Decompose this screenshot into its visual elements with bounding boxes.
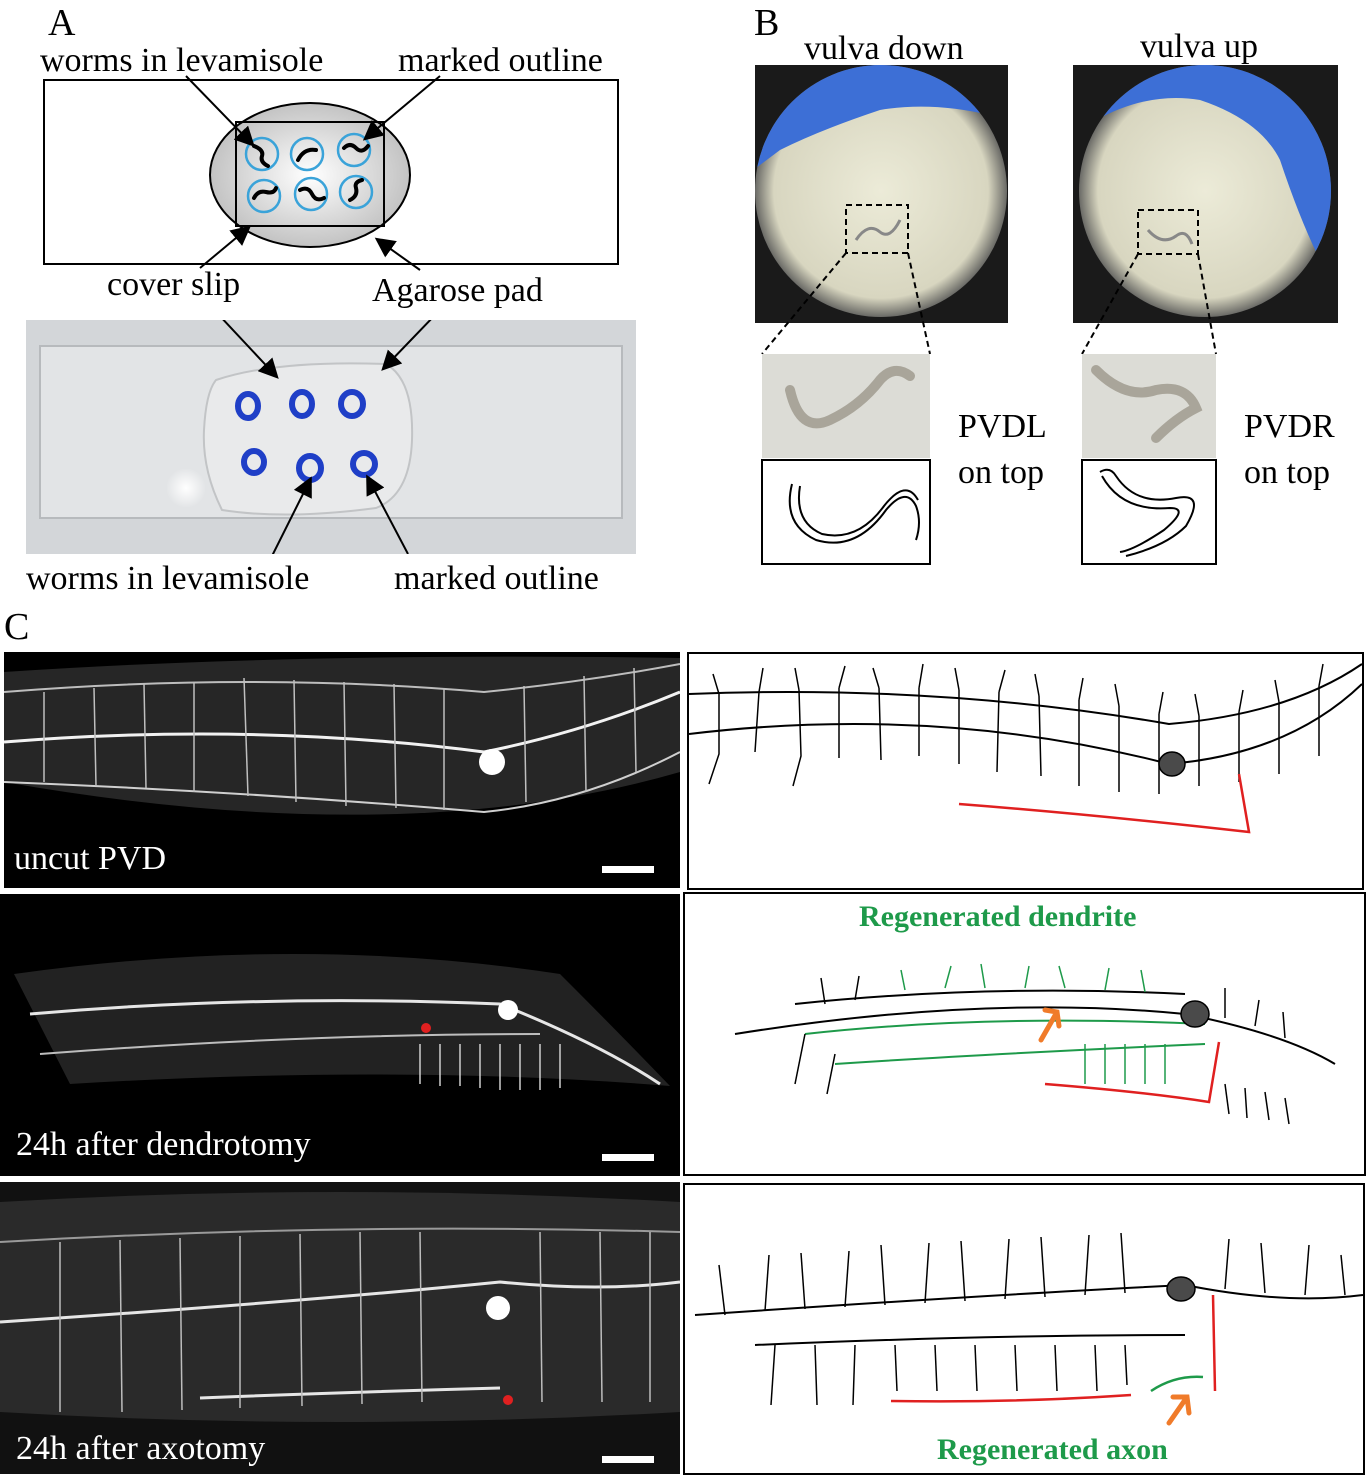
dendrotomy-tracing: Regenerated dendrite: [683, 892, 1366, 1176]
dendrotomy-arrow: [1038, 1007, 1062, 1043]
photo-circle-1: [235, 391, 261, 421]
marked-outline-label-top: marked outline: [398, 42, 603, 79]
worm-circle-6: [338, 174, 374, 210]
photo-circle-2: [289, 389, 315, 419]
vulva-down-drawing: [761, 459, 931, 565]
marked-outline-label-bottom: marked outline: [394, 560, 599, 597]
worm-circle-3: [336, 132, 372, 168]
pvdl-on-top-label: on top: [958, 454, 1044, 491]
pvdr-on-top-label: on top: [1244, 454, 1330, 491]
vulva-up-title: vulva up: [1140, 28, 1259, 65]
slide-diagram: [43, 75, 619, 271]
regenerated-dendrite-title: Regenerated dendrite: [859, 900, 1137, 933]
cover-slip-label: cover slip: [107, 266, 241, 303]
axotomy-tracing: Regenerated axon: [683, 1183, 1365, 1475]
panel-b-letter: B: [754, 2, 780, 44]
cover-slip-shape: [235, 121, 385, 227]
worm-circle-5: [293, 176, 329, 212]
uncut-cut-marker: [958, 773, 1251, 834]
regenerated-axon-title: Regenerated axon: [937, 1433, 1168, 1466]
vulva-down-title: vulva down: [804, 30, 964, 67]
photo-circle-6: [350, 450, 378, 478]
uncut-pvd-caption: uncut PVD: [14, 840, 167, 877]
dendrotomy-micrograph: 24h after dendrotomy: [0, 894, 680, 1176]
photo-circle-4: [241, 448, 267, 476]
dendrotomy-cut-marker: [1044, 1041, 1221, 1104]
axotomy-micrograph: 24h after axotomy: [0, 1182, 680, 1474]
uncut-pvd-tracing: [687, 652, 1364, 890]
photo-agarose-pad: [202, 362, 414, 516]
photo-circle-3: [338, 389, 366, 419]
worm-circle-2: [289, 136, 325, 172]
panel-a-letter: A: [48, 2, 76, 44]
regrown-axon-path: [1150, 1375, 1204, 1393]
agarose-pad-label: Agarose pad: [372, 272, 543, 309]
scale-bar-2: [602, 1154, 654, 1161]
axotomy-cut-marker: [890, 1294, 1217, 1403]
pvdl-label: PVDL: [958, 408, 1047, 445]
scale-bar-1: [602, 866, 654, 873]
slide-photo: [26, 313, 636, 561]
dendrotomy-caption: 24h after dendrotomy: [16, 1126, 311, 1163]
uncut-pvd-micrograph: uncut PVD: [4, 652, 680, 888]
panel-c-letter: C: [4, 606, 30, 648]
axotomy-arrow: [1166, 1394, 1192, 1426]
worm-circle-4: [246, 178, 282, 214]
worms-in-levamisole-label-bottom: worms in levamisole: [26, 560, 310, 597]
worm-circle-1: [244, 136, 280, 172]
worms-in-levamisole-label-top: worms in levamisole: [40, 42, 324, 79]
microscope-views: [755, 65, 1338, 565]
scale-bar-3: [602, 1456, 654, 1463]
axotomy-caption: 24h after axotomy: [16, 1430, 266, 1467]
pvdr-label: PVDR: [1244, 408, 1335, 445]
